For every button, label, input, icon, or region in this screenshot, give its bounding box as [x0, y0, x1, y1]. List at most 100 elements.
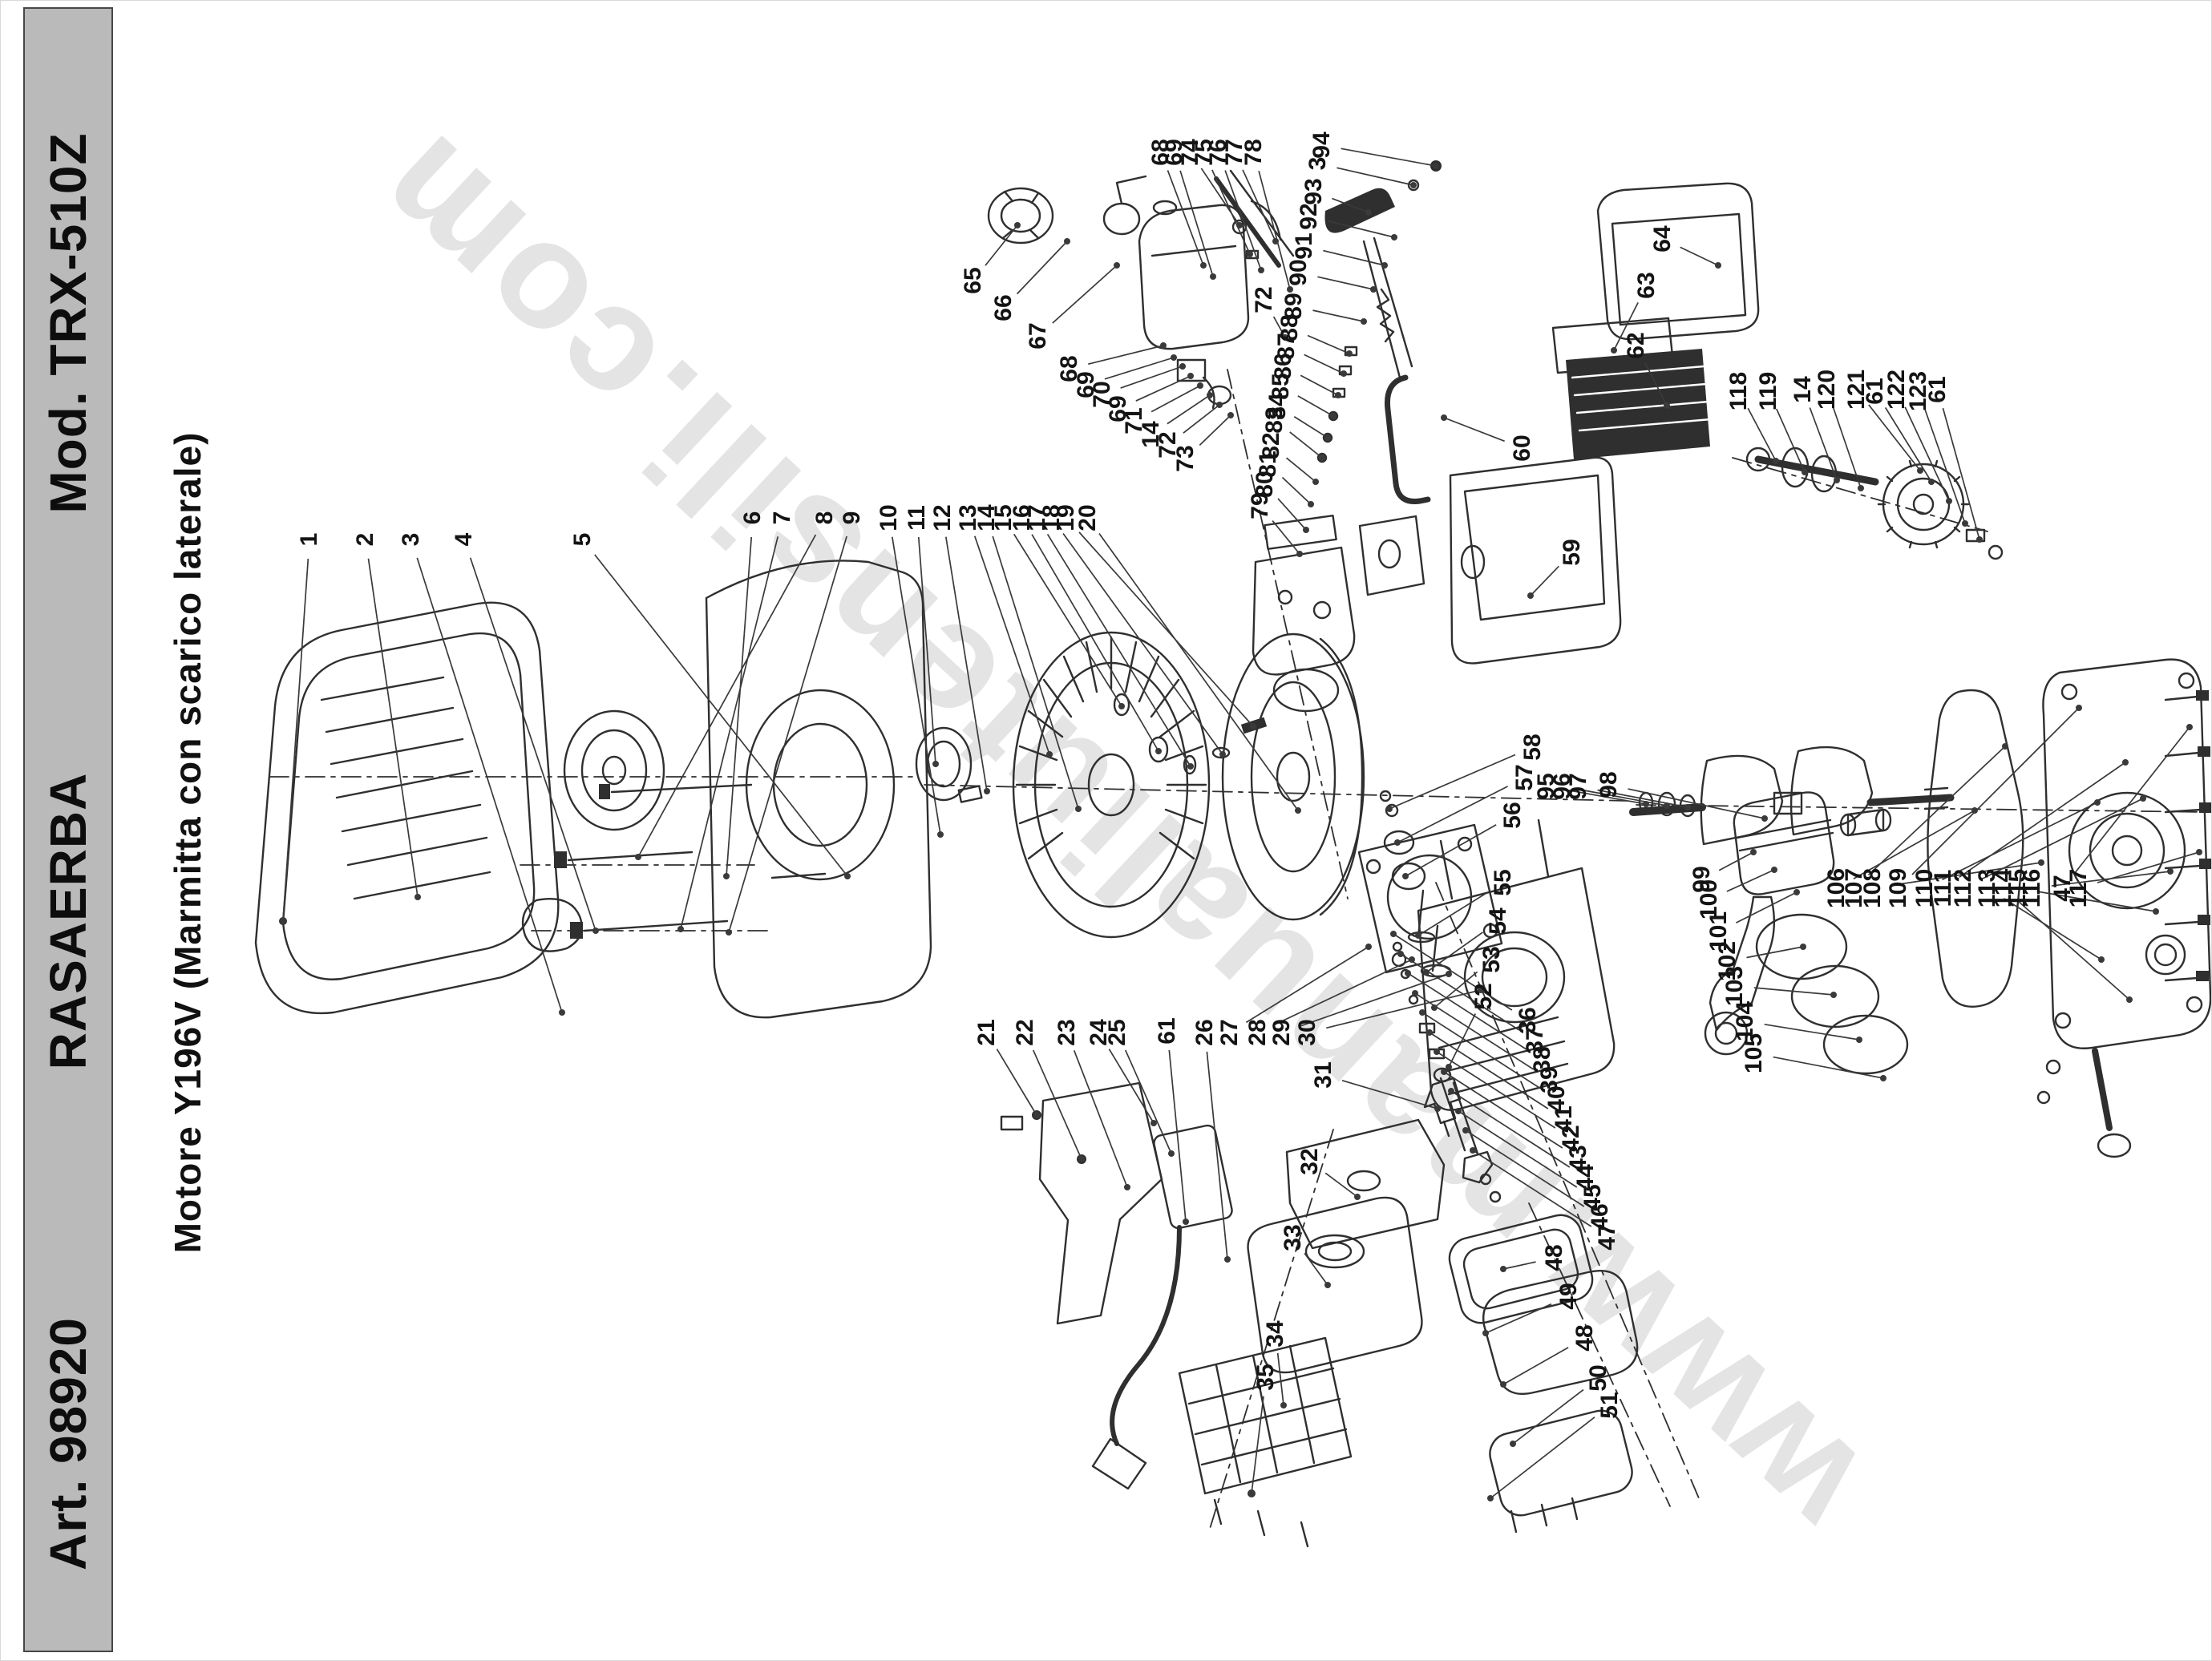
- leader-line: [1644, 362, 1668, 406]
- leader-line: [1073, 1050, 1128, 1188]
- part-label: 20: [1074, 504, 1101, 531]
- leader-line: [1407, 972, 1527, 1050]
- part-label: 21: [973, 1019, 1000, 1046]
- leader-line: [1088, 345, 1164, 366]
- leader-line: [1434, 971, 1478, 1008]
- leader-arrow-dot: [1431, 1004, 1438, 1011]
- leader-arrow-dot: [1124, 1184, 1130, 1190]
- leader-line: [1304, 354, 1345, 374]
- part-label: 47: [1594, 1223, 1620, 1251]
- head-cover-stack-drawing: [1448, 1214, 1639, 1534]
- valve-train-drawing: [1392, 941, 1502, 1203]
- leader-line: [1032, 1049, 1082, 1160]
- leader-line: [1904, 406, 1950, 502]
- leader-line: [1448, 1013, 1477, 1068]
- leader-arrow-dot: [1928, 479, 1935, 485]
- leader-line: [1472, 1150, 1592, 1227]
- leader-line: [1747, 407, 1777, 462]
- leader-arrow-dot: [1324, 434, 1331, 441]
- leader-line: [416, 557, 563, 1013]
- leader-arrow-dot: [1426, 1029, 1433, 1036]
- part-label: 28: [1244, 1019, 1271, 1046]
- leader-arrow-dot: [2140, 795, 2146, 802]
- leader-arrow-dot: [1308, 501, 1314, 507]
- part-label: 89: [1280, 293, 1307, 320]
- leader-arrow-dot: [1409, 956, 1415, 963]
- leader-line: [1323, 249, 1385, 266]
- leader-line: [1458, 1110, 1578, 1188]
- leader-arrow-dot: [1611, 347, 1617, 354]
- leader-arrow-dot: [1441, 1069, 1447, 1075]
- title-bar: [23, 7, 113, 1652]
- leader-line: [1736, 891, 1798, 923]
- leader-arrow-dot: [1487, 1495, 1494, 1501]
- leader-line: [1924, 409, 1966, 524]
- leader-arrow-dot: [1200, 262, 1207, 269]
- leader-arrow-dot: [1296, 551, 1303, 557]
- leader-line: [1853, 810, 1975, 879]
- leader-arrow-dot: [2094, 799, 2101, 806]
- part-label: 98: [1595, 771, 1622, 798]
- governor-linkage-drawing: [1324, 160, 1442, 379]
- part-label: 109: [1885, 867, 1911, 909]
- leader-arrow-dot: [1118, 703, 1125, 709]
- part-label: 65: [960, 267, 986, 294]
- leader-line: [1258, 170, 1291, 290]
- mounting-bolts-drawing: [554, 783, 827, 939]
- leader-arrow-dot: [1064, 238, 1070, 245]
- part-label: 62: [1623, 332, 1649, 359]
- leader-line: [1078, 531, 1254, 727]
- leader-arrow-dot: [1280, 1402, 1287, 1408]
- leader-arrow-dot: [1179, 363, 1186, 370]
- recoil-starter-drawing: [254, 601, 665, 1015]
- leader-arrow-dot: [1412, 990, 1418, 996]
- leader-arrow-dot: [1250, 723, 1256, 729]
- part-label: 78: [1240, 139, 1267, 166]
- leader-line: [1450, 1090, 1571, 1168]
- part-label: 31: [1310, 1061, 1337, 1089]
- part-label: 82: [1258, 432, 1284, 459]
- leader-arrow-dot: [1976, 536, 1983, 543]
- leader-arrow-dot: [1448, 1088, 1454, 1094]
- leader-arrow-dot: [1247, 251, 1253, 257]
- part-label: 119: [1755, 371, 1781, 411]
- leader-line: [1293, 416, 1328, 438]
- leader-line: [1397, 786, 1509, 843]
- leader-line: [282, 558, 309, 922]
- part-label: 92: [1296, 203, 1322, 230]
- leader-line: [1167, 394, 1211, 425]
- leader-arrow-dot: [677, 926, 684, 932]
- leader-line: [1530, 565, 1559, 596]
- leader-arrow-dot: [280, 918, 286, 924]
- leader-arrow-dot: [1216, 402, 1223, 408]
- leader-line: [1891, 862, 2042, 887]
- leader-line: [1286, 457, 1316, 483]
- leader-arrow-dot: [1715, 262, 1721, 269]
- leader-arrow-dot: [1482, 1330, 1489, 1336]
- leader-arrow-dot: [1219, 751, 1226, 758]
- part-label: 48: [1541, 1244, 1567, 1271]
- leader-line: [1465, 1130, 1585, 1207]
- leader-line: [1405, 824, 1497, 877]
- leader-line: [1417, 891, 1488, 936]
- part-label: 90: [1285, 259, 1312, 286]
- leader-arrow-dot: [1856, 1037, 1862, 1043]
- part-label: 103: [1721, 965, 1748, 1007]
- leader-line: [1289, 431, 1323, 459]
- leader-line: [1183, 404, 1220, 434]
- part-label: 94: [1308, 131, 1335, 159]
- crankcase-cover-drawing: [1927, 658, 2211, 1158]
- leader-arrow-dot: [2122, 759, 2129, 766]
- part-label: 56: [1499, 802, 1526, 829]
- leader-line: [1272, 316, 1286, 338]
- leader-arrow-dot: [1462, 1127, 1469, 1134]
- leader-arrow-dot: [2153, 908, 2159, 915]
- leader-arrow-dot: [1446, 971, 1452, 977]
- leader-arrow-dot: [1946, 498, 1952, 504]
- leader-arrow-dot: [1365, 944, 1372, 950]
- leader-arrow-dot: [1390, 931, 1397, 937]
- leader-line: [1242, 169, 1276, 242]
- leader-line: [1341, 148, 1437, 167]
- muffler-drawing: [1178, 1118, 1446, 1548]
- part-label: 52: [1470, 983, 1497, 1010]
